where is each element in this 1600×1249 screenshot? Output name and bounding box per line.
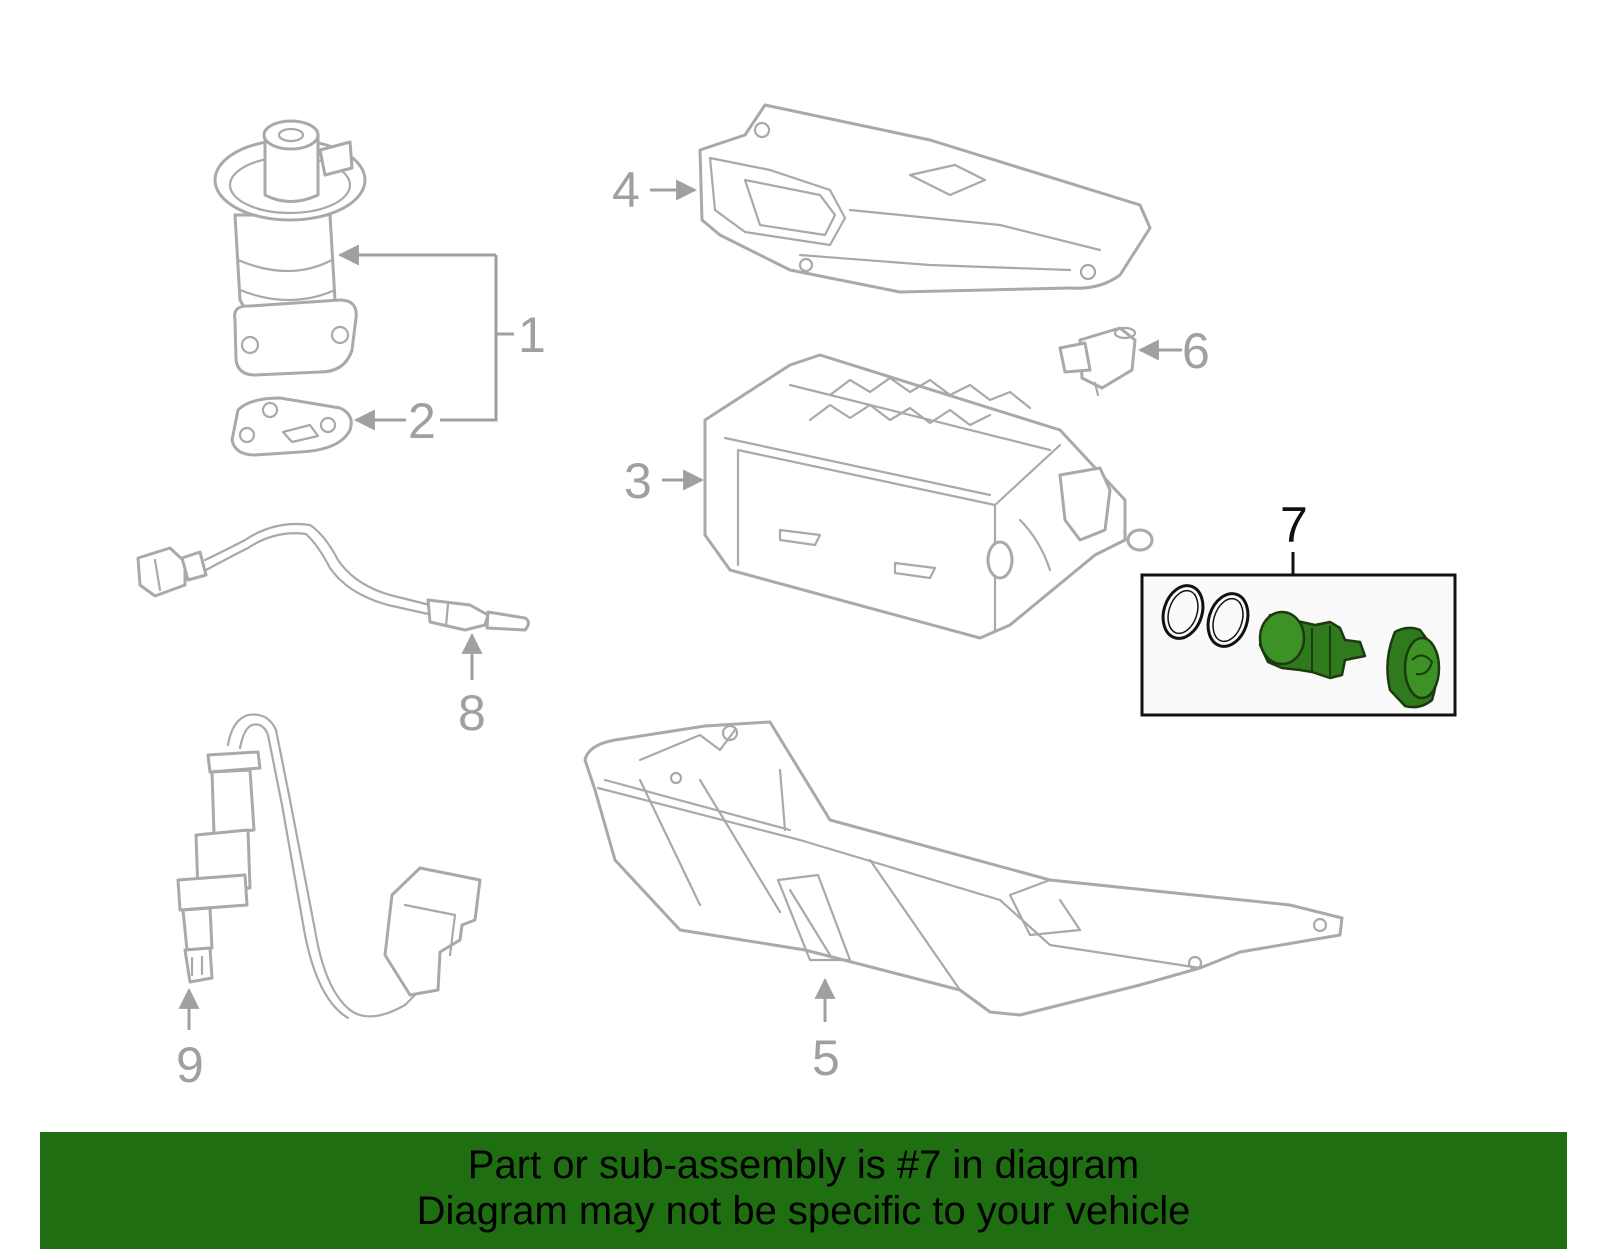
callout-5: 5 (812, 1030, 840, 1086)
part-7-cap (1386, 626, 1441, 709)
callout-2: 2 (408, 393, 436, 449)
callout-8: 8 (458, 685, 486, 741)
part-7-o-ring-1 (1161, 584, 1205, 640)
part-9-oxygen-sensor[interactable] (176, 713, 482, 1020)
banner-line-2: Diagram may not be specific to your vehi… (416, 1189, 1191, 1233)
part-7-o-ring-2 (1206, 592, 1250, 648)
banner-line-1: Part or sub-assembly is #7 in diagram (467, 1143, 1140, 1187)
part-1-egr-valve[interactable] (213, 119, 367, 377)
part-6-sensor[interactable] (1058, 326, 1137, 397)
callout-1: 1 (518, 307, 546, 363)
part-7-subassembly-box[interactable] (1140, 573, 1457, 717)
callout-4: 4 (612, 162, 640, 218)
callout-7: 7 (1280, 497, 1308, 553)
callout-9: 9 (176, 1037, 204, 1093)
part-4-shield[interactable] (698, 103, 1152, 294)
part-2-egr-gasket[interactable] (230, 396, 353, 457)
part-7-valve-body (1258, 610, 1367, 680)
part-8-oxygen-sensor[interactable] (136, 522, 530, 632)
callout-3: 3 (624, 453, 652, 509)
part-3-vapor-canister[interactable] (703, 353, 1154, 640)
parts-diagram: 1 2 4 6 3 (136, 103, 1457, 1093)
callout-6: 6 (1182, 323, 1210, 379)
part-5-skid-plate[interactable] (583, 720, 1344, 1017)
part-notice-banner: Part or sub-assembly is #7 in diagram Di… (40, 1132, 1567, 1249)
